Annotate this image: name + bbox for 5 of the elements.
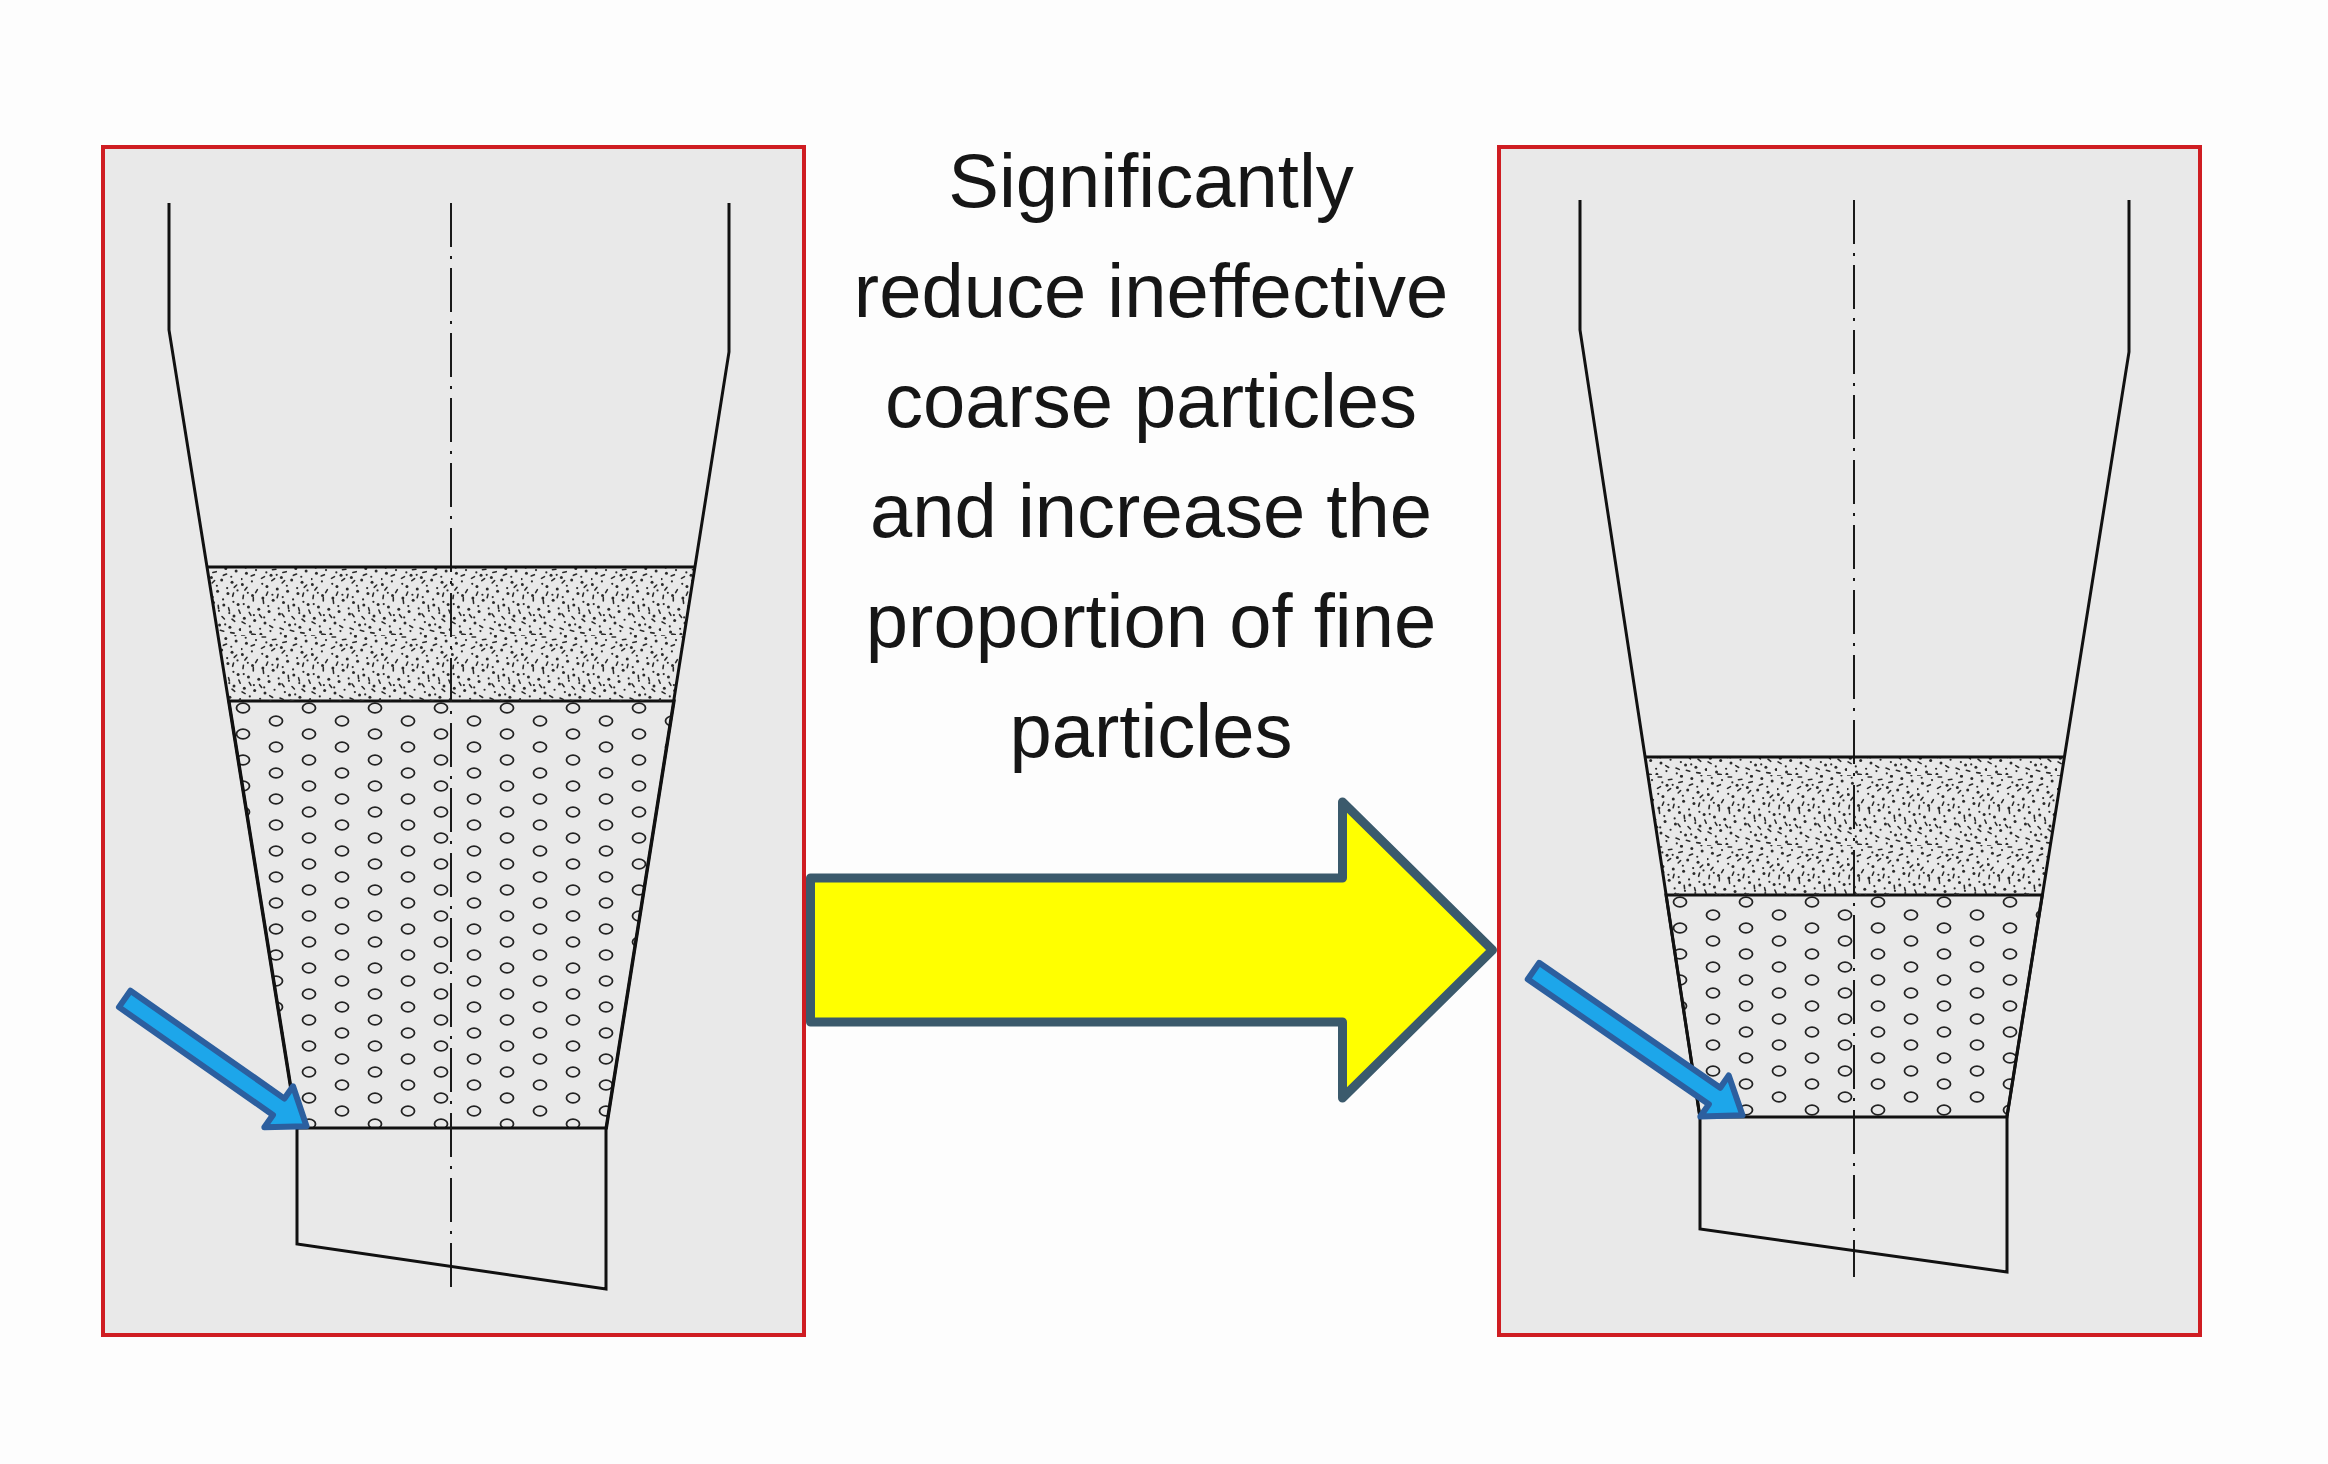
block-arrow	[1524, 959, 1746, 1120]
drawing-panel	[101, 145, 806, 1337]
block-arrow	[115, 987, 310, 1131]
drawing-panel	[1497, 145, 2202, 1337]
block-arrow	[806, 797, 1497, 1103]
